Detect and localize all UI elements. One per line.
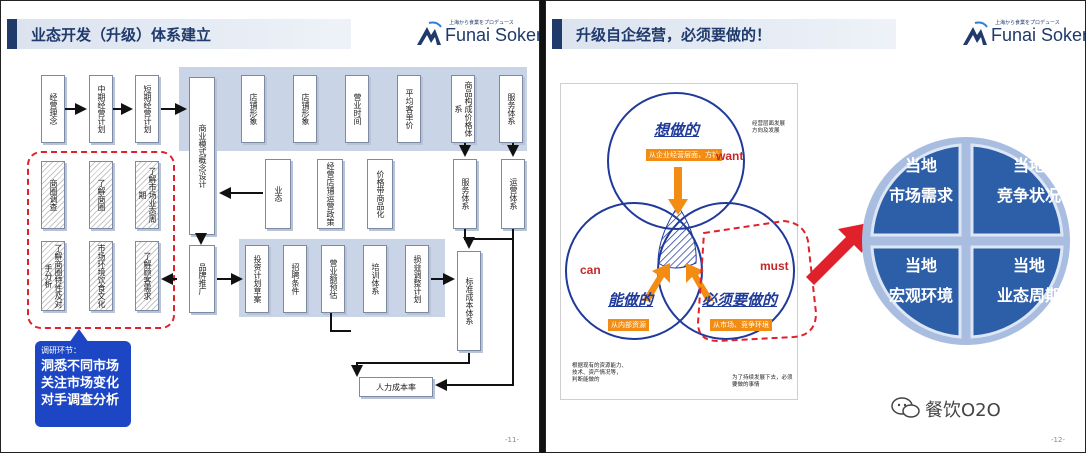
strategy-box: 经营理念 [41, 75, 65, 143]
research-callout: 调研环节： 洞悉不同市场 关注市场变化 对手调查分析 [35, 341, 131, 427]
can-arrow-icon [642, 263, 670, 301]
can-word: can [580, 263, 601, 277]
want-label: 想做的 [654, 121, 700, 139]
overlap-region [657, 205, 697, 269]
venn-diagram [565, 92, 818, 343]
want-word: want [716, 149, 744, 163]
bottom-band-box: 损益调整计划 [405, 245, 429, 313]
flow-arrows [65, 103, 519, 391]
quadrant-ring [862, 137, 1070, 345]
operation-policy-box: 经营店铺运营政策 [317, 159, 343, 229]
title-bar: 业态开发（升级）体系建立 [7, 19, 351, 49]
brand-tagline: 上海から食業をプロデュース [449, 20, 514, 26]
labor-cost-box: 人力成本率 [359, 377, 433, 397]
can-note: 根据现有的资源能力、技术、资产情况等，判断能做的 [572, 363, 628, 383]
wechat-icon [891, 397, 920, 418]
top-band-box: 店铺形象 [293, 75, 317, 143]
must-tag: 从市场、竞争环境 [710, 319, 772, 331]
slide-title: 升级自企经营，必须要做的！ [576, 26, 772, 44]
venn-frame [560, 83, 798, 400]
callout-line: 对手调查分析 [41, 393, 120, 408]
callout-line: 关注市场变化 [41, 376, 120, 391]
bottom-band-box: 招聘条件 [283, 245, 307, 313]
wechat-watermark: 餐饮O2O [891, 394, 1031, 421]
slide-title: 业态开发（升级）体系建立 [31, 26, 212, 44]
top-band-box: 营业时间 [345, 75, 369, 143]
can-label: 能做的 [608, 291, 654, 309]
brand-tagline: 上海から食業をプロデュース [995, 20, 1060, 26]
research-box: 了解市场业态周期 [135, 161, 159, 229]
watermark-text: 餐饮O2O [925, 400, 1001, 421]
must-dashed-outline [696, 219, 818, 343]
brand-name: Funai Soken [445, 25, 540, 45]
want-tag: 从企业经营层面，方针 [646, 149, 722, 161]
page-number: -11- [505, 436, 519, 444]
bottom-band-box: 营业额预估 [321, 245, 345, 313]
strategy-box: 中期经营计划 [89, 75, 113, 143]
research-box: 商圈调查 [41, 161, 65, 229]
research-box: 了解顾客需求 [135, 241, 159, 311]
standard-cost-box: 标准成本体系 [457, 251, 481, 351]
brand-logo: 上海から食業をプロデュース Funai Soken [961, 19, 1085, 49]
title-bar: 升级自企经营，必须要做的！ [552, 19, 896, 49]
pricing-box: 价格带商品化 [367, 159, 393, 229]
format-box: 业态 [265, 159, 291, 229]
strategy-box: 短期经营计划 [135, 75, 159, 143]
want-arrow-icon [668, 167, 688, 215]
slide-divider [540, 0, 545, 453]
quadrant-competition: 当地竞争状况 [996, 156, 1061, 205]
funai-logo-icon [417, 21, 442, 45]
funai-logo-icon [963, 21, 988, 45]
service-box: 服务体系 [499, 75, 523, 143]
top-band-box: 商品构成价格体系 [451, 75, 475, 143]
service-system-box: 服务体系 [453, 159, 477, 229]
research-area-outline [27, 151, 175, 329]
want-note: 经营层面发展方向及发展 [752, 121, 786, 134]
callout-line: 洞悉不同市场 [41, 359, 120, 374]
research-box: 了解商圈特性及对手分析 [41, 241, 65, 311]
must-word: must [760, 259, 789, 273]
bottom-band-box: 培训体系 [363, 245, 387, 313]
brand-launch-box: 品牌推广 [189, 245, 215, 313]
research-box: 市场环境饮食文化 [89, 241, 113, 311]
quadrant-business-cycle: 当地业态周期 [996, 256, 1061, 305]
bottom-band-box: 投资计划草案 [245, 245, 269, 313]
brand-logo: 上海から食業をプロデュース Funai Soken [415, 19, 539, 49]
operation-system-box: 运营体系 [501, 159, 525, 229]
top-band-box: 平均客单价 [397, 75, 421, 143]
quadrant-macro-environment: 当地宏观环境 [888, 256, 953, 305]
callout-title: 调研环节： [41, 346, 81, 355]
slide-must-do: 升级自企经营，必须要做的！ 上海から食業をプロデュース Funai Soken … [545, 0, 1086, 453]
top-band-box: 店铺形象 [241, 75, 265, 143]
must-note: 为了持续发展下去，必须要做的事情 [732, 375, 793, 388]
page-number: -12- [1051, 436, 1065, 444]
must-arrow-big-icon [806, 223, 868, 285]
can-tag: 从内部资源 [608, 319, 649, 331]
research-box: 了解商圈 [89, 161, 113, 229]
brand-name: Funai Soken [991, 25, 1086, 45]
must-label: 必须要做的 [702, 291, 778, 309]
quadrant-market-demand: 当地市场需求 [888, 156, 953, 205]
concept-design-box: 商业模式概念设计 [189, 77, 215, 235]
callout-pointer-icon [69, 329, 89, 343]
slide-business-format-development: 业态开发（升级）体系建立 上海から食業をプロデュース Funai Soken 经… [0, 0, 540, 453]
